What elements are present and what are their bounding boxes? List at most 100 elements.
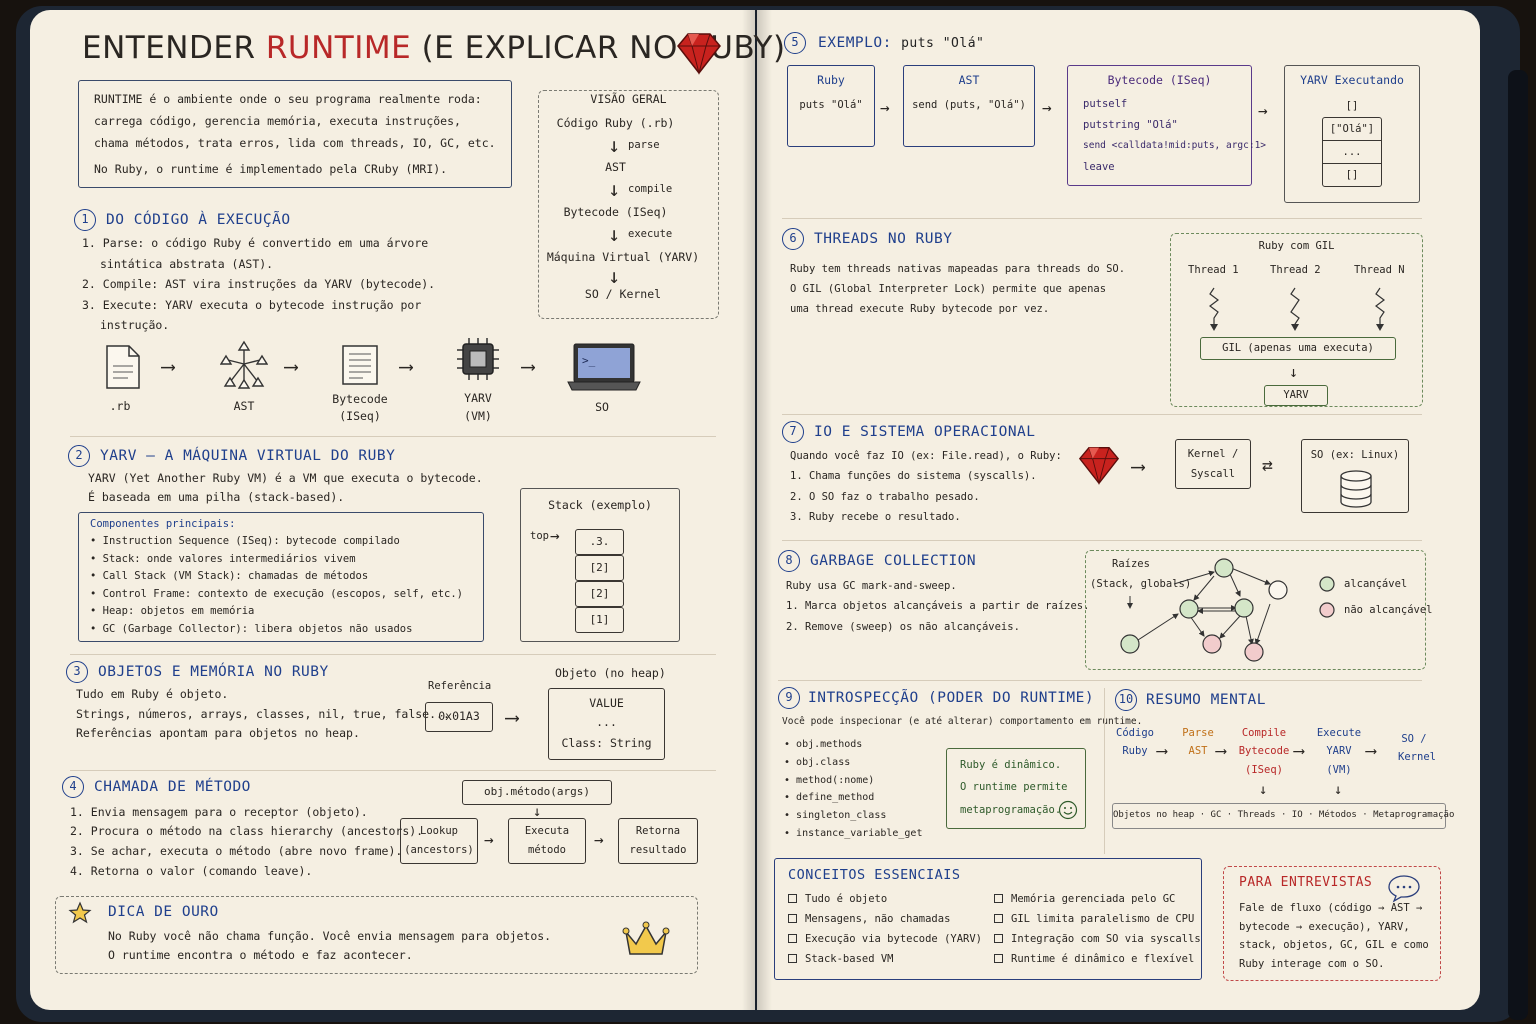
reachable-legend-icon <box>1319 576 1335 592</box>
component-item: • GC (Garbage Collector): libera objetos… <box>90 623 413 635</box>
checkbox-icon <box>994 894 1003 903</box>
document-icon <box>342 345 378 385</box>
object-box <box>548 688 665 760</box>
pipeline-label: (ISeq) <box>339 409 381 423</box>
text-line: Referências apontam para objetos no heap… <box>76 726 360 740</box>
return-line: resultado <box>629 844 687 856</box>
concept-item: Memória gerenciada pelo GC <box>994 889 1175 909</box>
yarv-stack-cell: [] <box>1345 169 1359 181</box>
flow-step: Ruby <box>1122 745 1148 757</box>
list-item: 1. Parse: o código Ruby é convertido em … <box>82 236 429 250</box>
pipeline-label: (VM) <box>464 409 492 423</box>
introspection-item: • obj.methods <box>784 739 863 750</box>
text-line: Ruby tem threads nativas mapeadas para t… <box>790 263 1126 275</box>
list-item: 2. Procura o método na class hierarchy (… <box>70 824 424 838</box>
interview-line: Ruby interage com o SO. <box>1239 958 1385 970</box>
arrow-right-icon: → <box>880 98 890 117</box>
checkbox-icon <box>994 914 1003 923</box>
gil-box: GIL (apenas uma executa) <box>1200 337 1396 360</box>
introspection-item: • singleton_class <box>784 810 887 822</box>
checkbox-icon <box>788 934 797 943</box>
text-line: 3. Ruby recebe o resultado. <box>790 511 961 523</box>
list-item: sintática abstrata (AST). <box>100 257 274 271</box>
arrow-down-icon: ↓ <box>608 222 621 246</box>
lookup-line: Lookup <box>420 825 458 837</box>
object-line: ... <box>596 715 617 729</box>
section-number: 6 <box>782 228 804 250</box>
legend-unreachable: não alcançável <box>1344 604 1433 616</box>
tip-line: O runtime encontra o método e faz aconte… <box>108 948 413 962</box>
yarv-stack-cell: ... <box>1342 146 1362 158</box>
gil-diagram-box <box>1170 233 1423 407</box>
left-page <box>30 10 755 1010</box>
concept-item: Stack-based VM <box>788 949 894 969</box>
crown-icon <box>622 921 670 955</box>
list-item: 3. Execute: YARV executa o bytecode inst… <box>82 298 422 312</box>
intro-box <box>78 80 512 188</box>
ast-box <box>903 65 1035 147</box>
divider <box>70 654 716 655</box>
gil-diagram-title: Ruby com GIL <box>1258 240 1335 252</box>
gc-diagram-box <box>1085 550 1426 670</box>
list-item: 4. Retorna o valor (comando leave). <box>70 864 313 878</box>
arrow-down-icon: ↓ <box>1334 782 1343 798</box>
arrow-down-icon: ↓ <box>608 264 621 288</box>
thread-label: Thread N <box>1354 264 1405 276</box>
pipeline-label: Bytecode <box>332 392 388 406</box>
overview-title: VISÃO GERAL <box>590 92 667 106</box>
component-item: • Stack: onde valores intermediários viv… <box>90 553 356 565</box>
flow-step: AST <box>1188 745 1208 757</box>
interview-box <box>1223 866 1441 981</box>
section-number: 8 <box>778 550 800 572</box>
arrow-right-icon: ⟶ <box>1294 741 1304 760</box>
roots-label: Raízes <box>1112 558 1150 570</box>
divider <box>782 414 1422 415</box>
os-box <box>1301 439 1409 513</box>
bytecode-line: putself <box>1083 98 1128 110</box>
concepts-title: CONCEITOS ESSENCIAIS <box>788 867 961 883</box>
interview-line: Fale de fluxo (código → AST → <box>1239 902 1423 914</box>
execute-line: Executa <box>524 825 570 837</box>
interview-line: stack, objetos, GC, GIL e como <box>1239 939 1429 951</box>
section-title: DO CÓDIGO À EXECUÇÃO <box>106 212 291 228</box>
section-number: 9 <box>778 687 800 709</box>
database-icon <box>1340 470 1372 508</box>
ruby-code-line: puts "Olá" <box>799 99 863 111</box>
components-title: Componentes principais: <box>90 518 236 530</box>
divider <box>782 540 1422 541</box>
smiley-icon <box>1058 800 1078 820</box>
stack-cell: [2] <box>575 555 624 581</box>
arrow-down-icon: ↓ <box>1259 782 1268 798</box>
ruby-gem-icon <box>677 33 721 75</box>
text-line: 2. Remove (sweep) os não alcançáveis. <box>786 621 1020 633</box>
text-line: Ruby usa GC mark-and-sweep. <box>786 580 957 592</box>
pipeline-label: AST <box>233 399 255 413</box>
section-title: RESUMO MENTAL <box>1146 692 1266 708</box>
flow-step: Parse <box>1182 727 1214 739</box>
star-icon <box>68 901 92 924</box>
execute-box <box>508 818 586 864</box>
overview-edge: parse <box>628 139 660 151</box>
divider <box>70 770 716 771</box>
tip-title: DICA DE OURO <box>108 904 219 920</box>
kernel-line: Syscall <box>1190 468 1236 480</box>
stack-cell: [1] <box>575 607 624 633</box>
intro-line: RUNTIME é o ambiente onde o seu programa… <box>94 92 482 106</box>
text-line: 1. Marca objetos alcançáveis a partir de… <box>786 600 1090 612</box>
divider <box>1322 163 1382 164</box>
introspection-item: • define_method <box>784 792 875 804</box>
ruby-code-title: Ruby <box>817 73 845 87</box>
arrow-down-icon: ↓ <box>608 133 621 157</box>
section-title: IO E SISTEMA OPERACIONAL <box>814 424 1036 440</box>
tip-box <box>55 896 698 974</box>
elastic-band <box>1508 70 1528 1020</box>
text-line: O GIL (Global Interpreter Lock) permite … <box>790 283 1107 295</box>
checkbox-icon <box>788 894 797 903</box>
yarv-exec-box <box>1284 65 1420 203</box>
flow-step: Kernel <box>1398 751 1436 763</box>
arrow-right-icon: ⟶ <box>1216 741 1226 760</box>
flow-step: Código <box>1116 727 1154 739</box>
text-line: É baseada em uma pilha (stack-based). <box>88 490 345 504</box>
component-item: • Call Stack (VM Stack): chamadas de mét… <box>90 570 369 582</box>
section-number: 2 <box>68 445 90 467</box>
